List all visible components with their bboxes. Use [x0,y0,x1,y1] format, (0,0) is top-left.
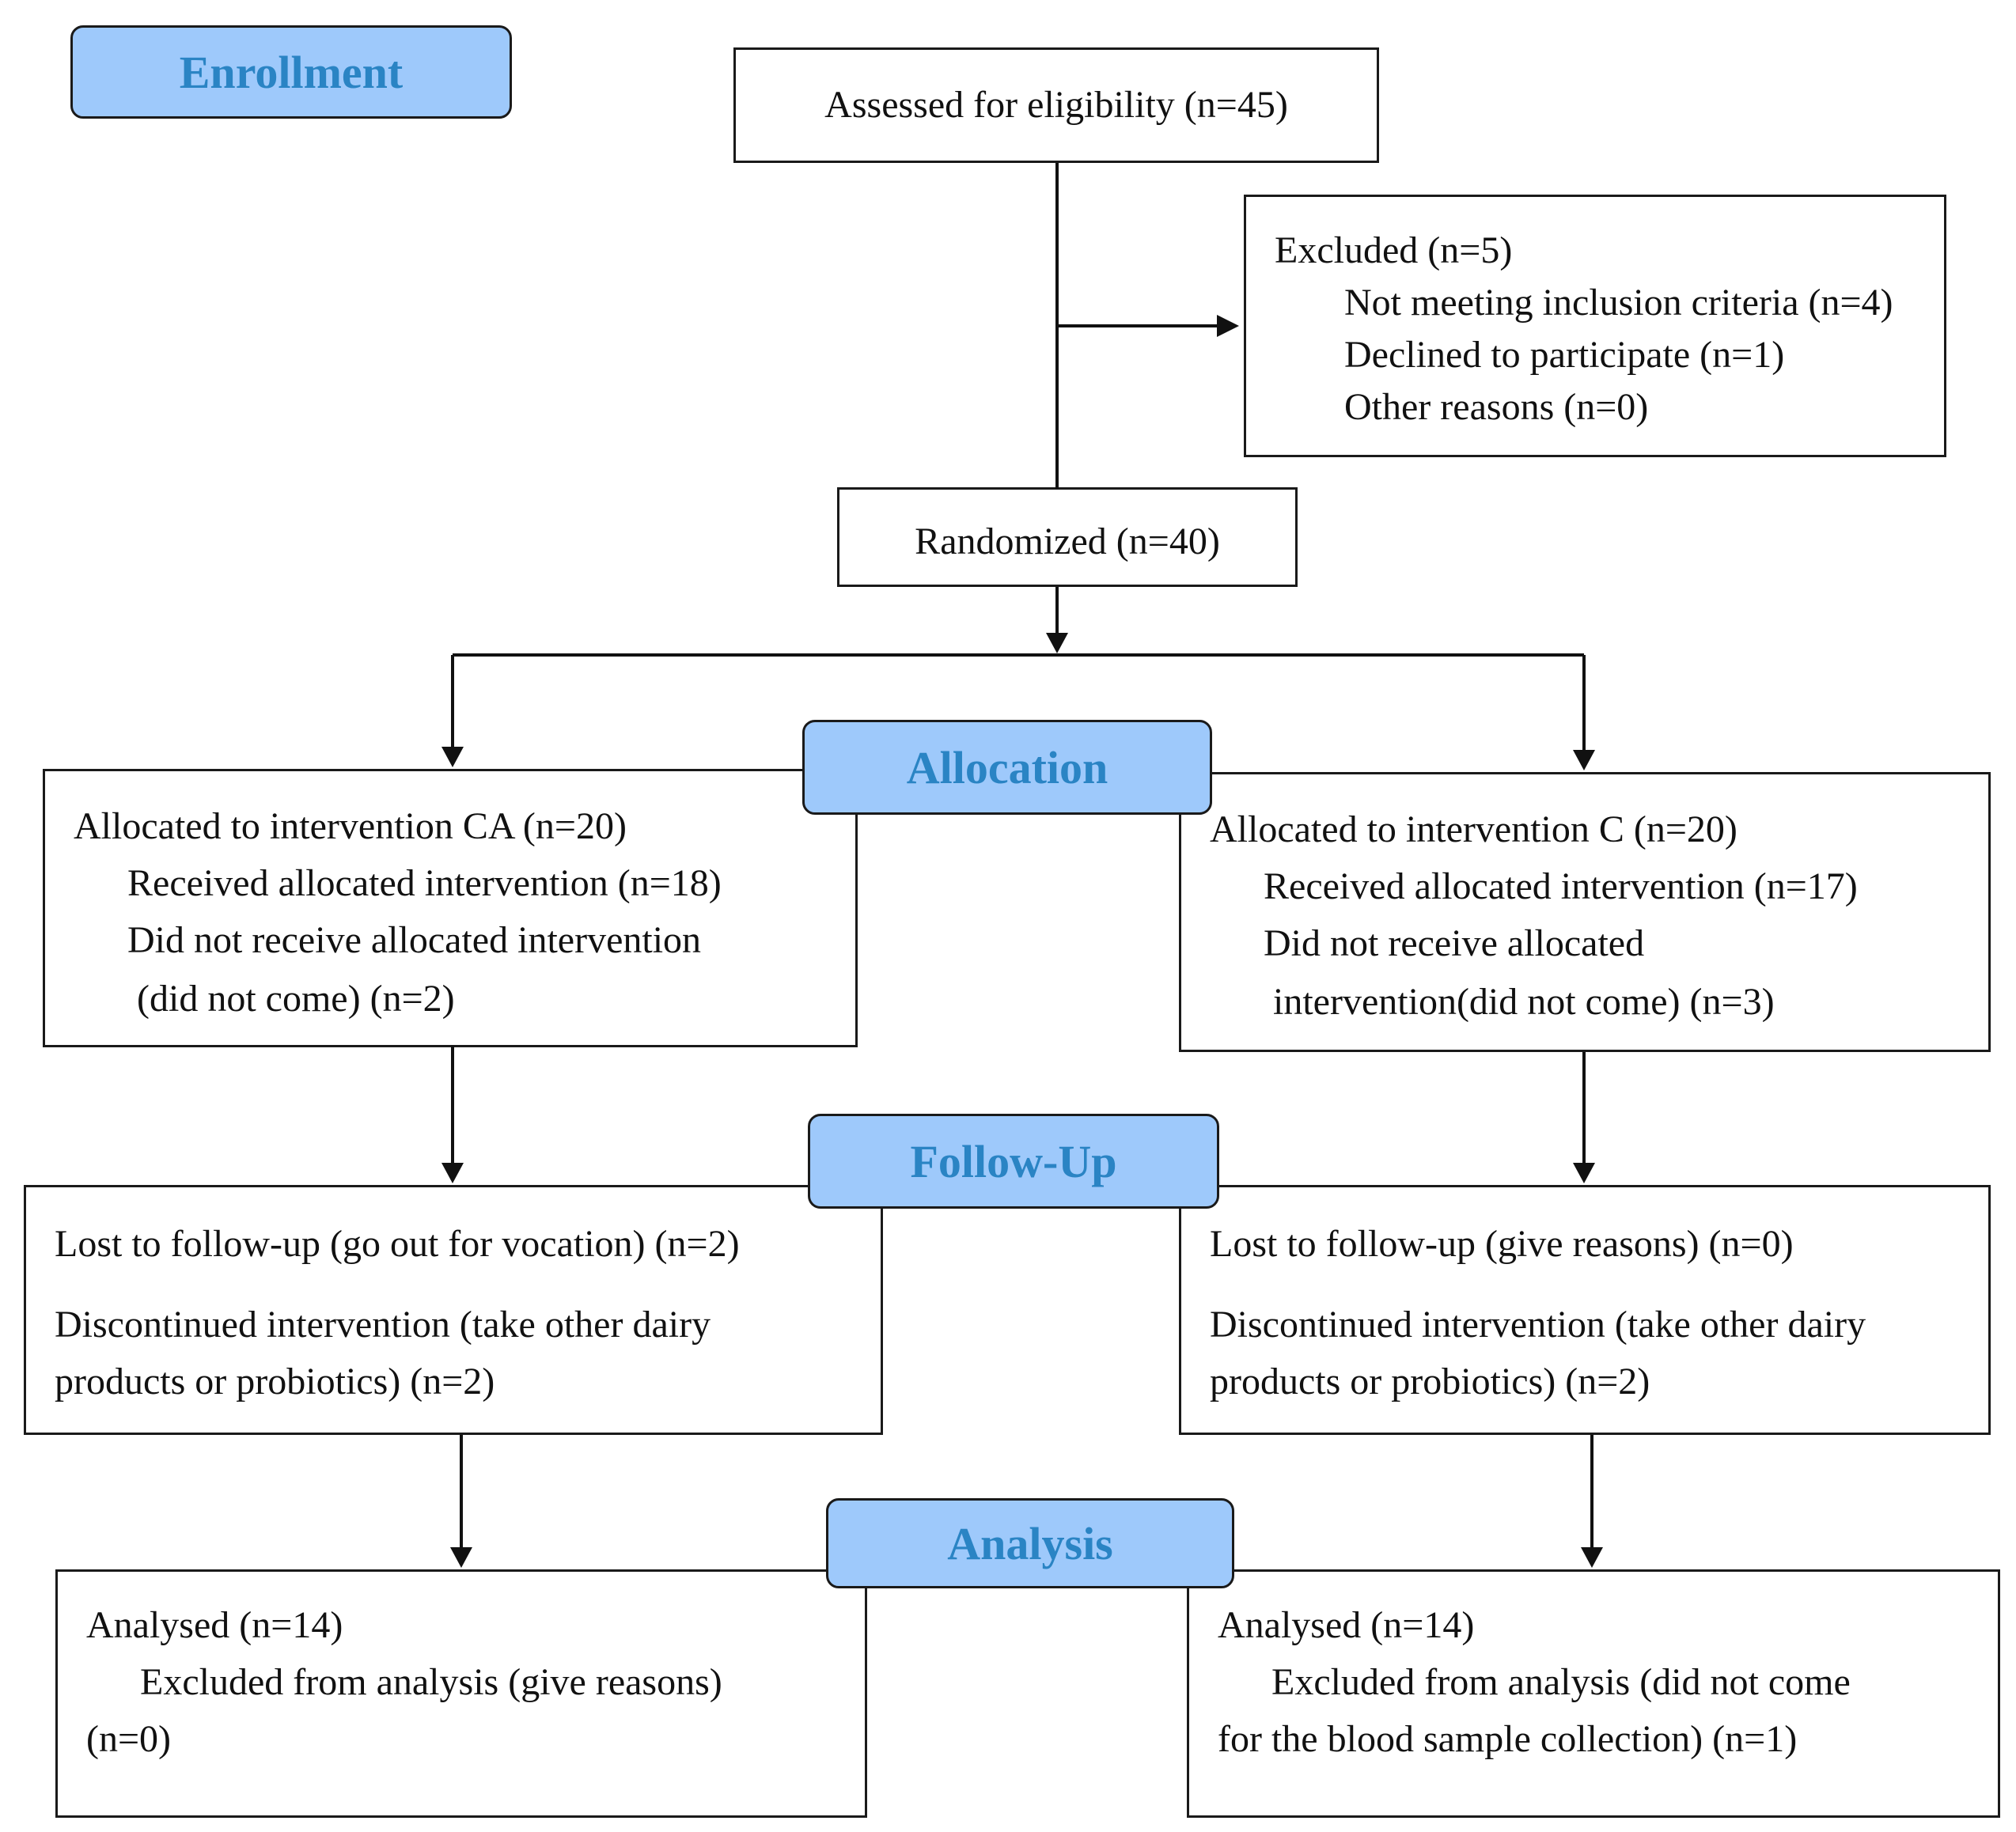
stage-allocation-label: Allocation [802,720,1212,815]
arrowhead-fu-right [1573,1163,1595,1183]
arrowhead-alloc-left [441,747,464,767]
followup-left-discontinued-1: Discontinued intervention (take other da… [55,1304,711,1346]
allocation-right-not-received-2: intervention(did not come) (n=3) [1273,981,1775,1023]
allocation-left-received: Received allocated intervention (n=18) [127,862,722,904]
followup-left-box: Lost to follow-up (go out for vocation) … [24,1185,883,1435]
analysis-right-box: Analysed (n=14) Excluded from analysis (… [1187,1569,2000,1818]
excluded-title: Excluded (n=5) [1275,229,1513,271]
allocation-left-not-received-1: Did not receive allocated intervention [127,919,702,961]
allocation-left-title: Allocated to intervention CA (n=20) [74,805,627,847]
followup-right-discontinued-2: products or probiotics) (n=2) [1210,1361,1650,1402]
analysis-left-excluded-1: Excluded from analysis (give reasons) [140,1661,722,1703]
analysis-left-analysed: Analysed (n=14) [86,1604,343,1646]
analysis-right-excluded-2: for the blood sample collection) (n=1) [1218,1718,1798,1760]
analysis-right-analysed: Analysed (n=14) [1218,1604,1475,1646]
allocation-right-received: Received allocated intervention (n=17) [1264,865,1858,907]
followup-right-lost: Lost to follow-up (give reasons) (n=0) [1210,1223,1794,1265]
followup-right-discontinued-1: Discontinued intervention (take other da… [1210,1304,1866,1346]
arrowhead-split [1046,633,1068,653]
analysis-right-excluded-1: Excluded from analysis (did not come [1271,1661,1851,1703]
stage-analysis-label: Analysis [826,1498,1234,1588]
allocation-left-not-received-2: (did not come) (n=2) [137,978,455,1020]
followup-right-box: Lost to follow-up (give reasons) (n=0) D… [1179,1185,1991,1435]
stage-follow-up-label: Follow-Up [808,1114,1219,1209]
randomized-text: Randomized (n=40) [915,520,1220,562]
allocation-right-not-received-1: Did not receive allocated [1264,922,1645,964]
excluded-item-2: Declined to participate (n=1) [1344,334,1785,376]
arrowhead-fu-left [441,1163,464,1183]
arrowhead-an-left [450,1547,472,1568]
allocation-right-title: Allocated to intervention C (n=20) [1210,808,1737,850]
randomized-box: Randomized (n=40) [837,487,1298,587]
assessed-box: Assessed for eligibility (n=45) [733,47,1379,163]
followup-left-lost: Lost to follow-up (go out for vocation) … [55,1223,740,1265]
excluded-item-1: Not meeting inclusion criteria (n=4) [1344,282,1893,324]
excluded-item-3: Other reasons (n=0) [1344,386,1649,428]
arrowhead-alloc-right [1573,750,1595,770]
arrowhead-excluded [1217,315,1239,337]
excluded-box: Excluded (n=5) Not meeting inclusion cri… [1244,195,1946,457]
analysis-left-box: Analysed (n=14) Excluded from analysis (… [55,1569,867,1818]
stage-enrollment-label: Enrollment [70,25,512,119]
assessed-text: Assessed for eligibility (n=45) [824,84,1288,126]
arrowhead-an-right [1581,1547,1603,1568]
allocation-right-box: Allocated to intervention C (n=20) Recei… [1179,772,1991,1052]
followup-left-discontinued-2: products or probiotics) (n=2) [55,1361,495,1402]
allocation-left-box: Allocated to intervention CA (n=20) Rece… [43,769,858,1047]
analysis-left-excluded-2: (n=0) [86,1718,172,1760]
